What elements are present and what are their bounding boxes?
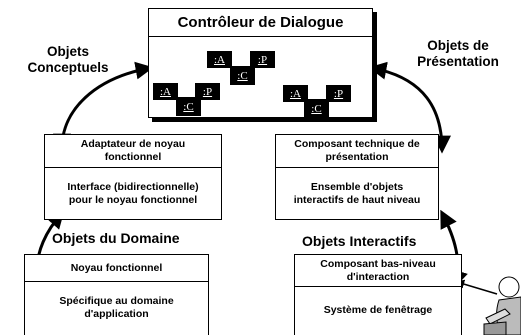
arrow-user [455, 279, 498, 295]
user-figure-icon [483, 276, 521, 335]
dialog-controller-title: Contrôleur de Dialogue [149, 9, 372, 37]
interface-label: Interface (bidirectionnelle) pour le noy… [67, 180, 199, 206]
pac-c: :C [176, 97, 201, 116]
domain-box: Noyau fonctionnel Spécifique au domaine … [24, 254, 209, 335]
functional-core-adapter-box: Adaptateur de noyau fonctionnel Interfac… [44, 134, 222, 220]
high-level-objects-label: Ensemble d'objets interactifs de haut ni… [293, 180, 421, 206]
domain-objects-heading: Objets du Domaine [52, 230, 180, 246]
functional-core-label: Noyau fonctionnel [25, 255, 208, 282]
pac-p: :P [195, 83, 220, 100]
presentation-component-label: Composant technique de présentation [276, 135, 438, 168]
low-level-component-label: Composant bas-niveau d'interaction [295, 255, 461, 287]
arrow-presentation [368, 61, 451, 154]
pac-p: :P [250, 51, 275, 68]
label-presentation-objects: Objets de Présentation [417, 38, 499, 69]
domain-specific-label: Spécifique au domaine d'application [59, 295, 174, 320]
adapter-label: Adaptateur de noyau fonctionnel [45, 135, 221, 168]
interactive-box: Composant bas-niveau d'interaction Systè… [294, 254, 462, 335]
pac-a: :A [153, 83, 178, 100]
interactive-objects-heading: Objets Interactifs [302, 233, 417, 249]
pac-a: :A [283, 85, 308, 102]
label-conceptual-objects: Objets Conceptuels [27, 44, 109, 75]
pac-p: :P [326, 85, 351, 102]
pac-c: :C [304, 99, 329, 118]
pac-c: :C [230, 66, 255, 85]
windowing-system-label: Système de fenêtrage [323, 304, 433, 316]
pac-a: :A [207, 51, 232, 68]
presentation-component-box: Composant technique de présentation Ense… [275, 134, 439, 220]
